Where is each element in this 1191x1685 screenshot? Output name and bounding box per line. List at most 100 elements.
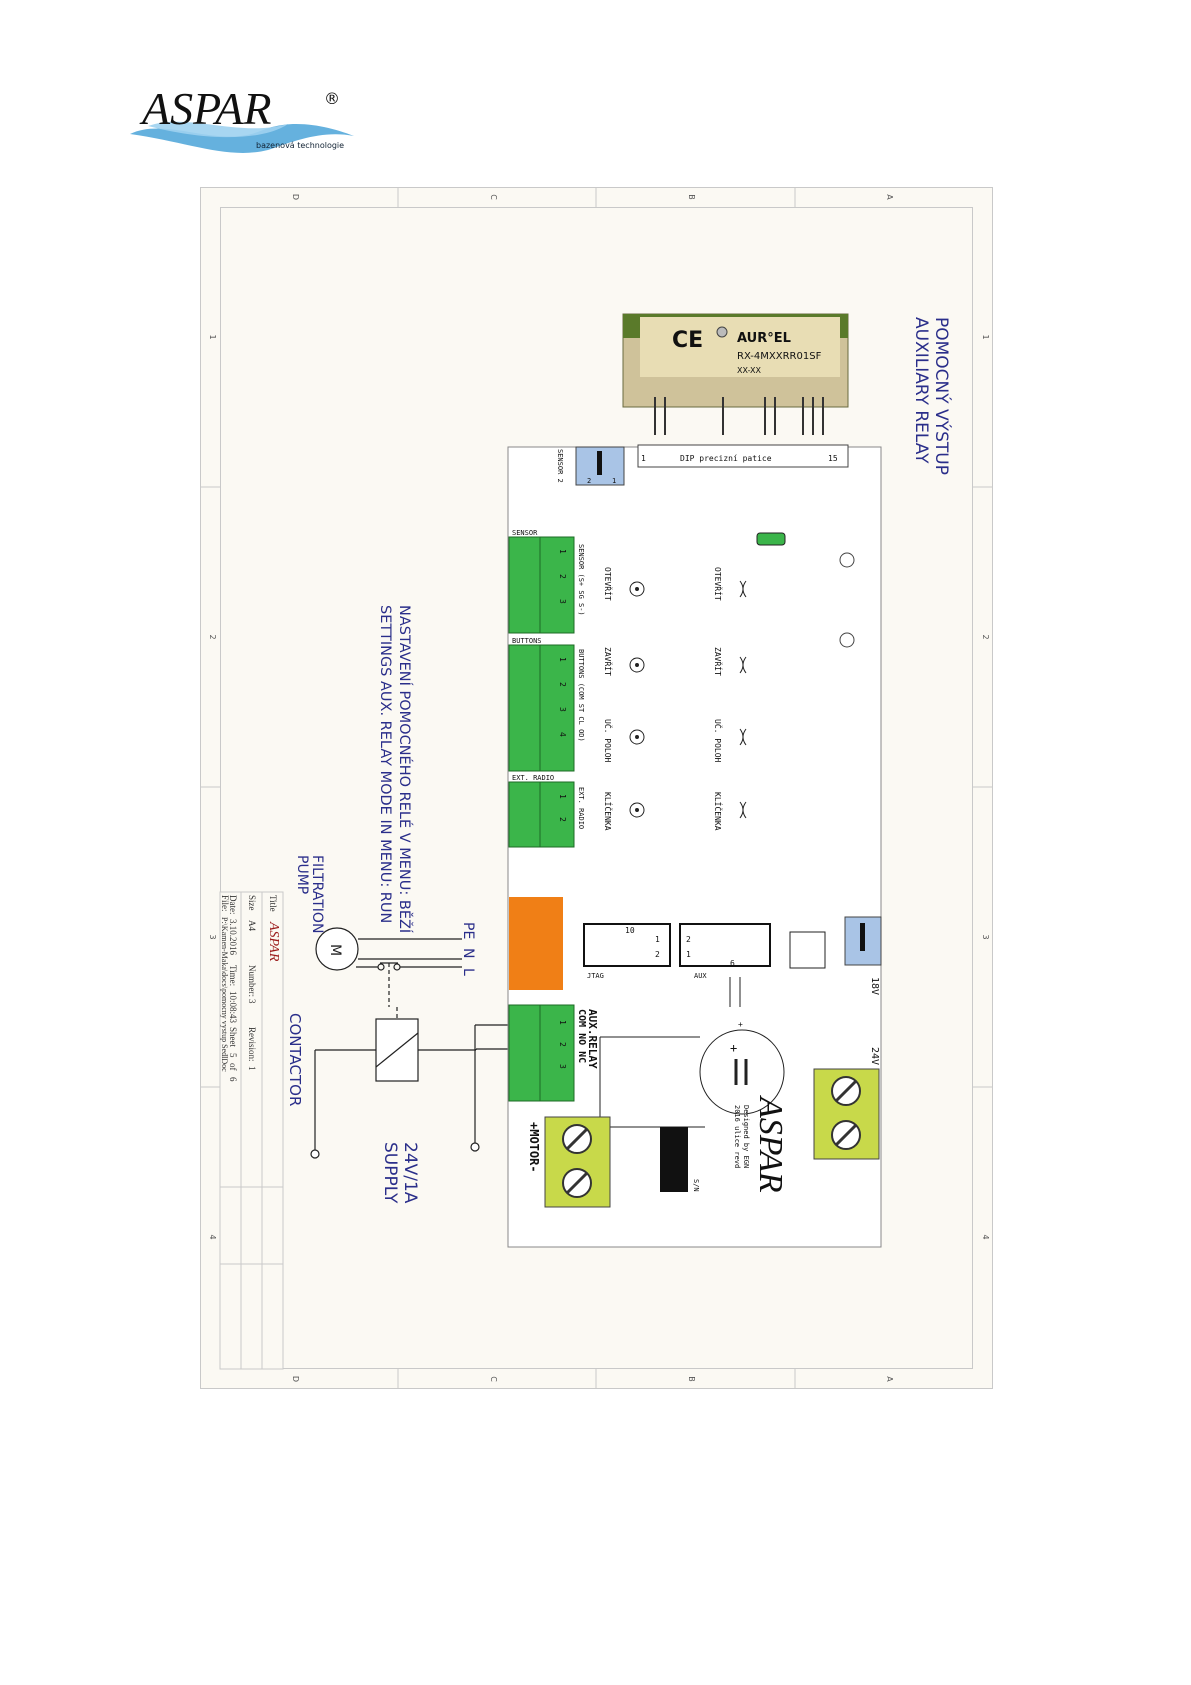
tb-sheet-value: 5	[228, 1053, 238, 1058]
aux-num: 6	[730, 959, 735, 968]
pin-number: 3	[558, 599, 567, 604]
module-code: XX-XX	[737, 366, 762, 375]
electrolytic-cap	[699, 1029, 785, 1115]
aux-relay-terminal	[508, 1004, 575, 1102]
frame-col-label: D	[291, 1376, 300, 1382]
settings-cz: NASTAVENÍ POMOCNÉHO RELÉ V MENU: BĚŽÍ	[396, 605, 414, 933]
v18-label: 18V	[869, 977, 880, 995]
pushbutton	[629, 581, 645, 597]
logo-wave-light	[148, 121, 288, 138]
btn-open-label: OTEVŘÍT	[603, 567, 614, 601]
tb-sheet-label: Sheet	[228, 1027, 238, 1047]
frame-row-label: 4	[208, 1234, 217, 1239]
motor-label: +MOTOR-	[527, 1122, 541, 1173]
frame-row-label: 3	[208, 934, 217, 939]
schematic-sheet: D C B A D C B A 1 2 3 4 1 2 3 4 Title AS…	[200, 187, 993, 1389]
module-ce: CE	[672, 328, 703, 353]
tb-file-value: P:\Kamen-Maka\docs\pomocny vystup SedlDo…	[220, 917, 229, 1072]
buttons-title: BUTTONS	[512, 637, 542, 645]
pin-number: 1	[558, 549, 567, 554]
header-num: 2	[655, 950, 660, 959]
aux-header	[679, 923, 771, 967]
logo-registered: ®	[324, 89, 340, 108]
tb-of-value: 6	[228, 1077, 238, 1082]
settings-en: SETTINGS AUX. RELAY MODE IN MENU: RUN	[377, 605, 393, 923]
supply-line2: SUPPLY	[380, 1142, 400, 1204]
tb-file-label: File:	[220, 895, 230, 912]
sheet-inner-border	[220, 207, 973, 1369]
tb-title-label: Title	[268, 895, 278, 912]
orange-component	[509, 897, 563, 990]
cap-plus-inner: +	[730, 1041, 737, 1055]
frame-row-label: 2	[981, 634, 990, 639]
aux-relay-label: AUX.RELAY	[586, 1009, 599, 1069]
btn-close-label: ZAVŘÍT	[713, 647, 724, 676]
buttons-pins-label: BUTTONS (COM ST CL OD)	[577, 649, 585, 742]
tb-of-label: of	[228, 1063, 238, 1071]
green-component	[756, 532, 786, 546]
logo-tagline: bazenová technologie	[256, 141, 344, 150]
header-num: 1	[655, 935, 660, 944]
pin-number: 1	[558, 794, 567, 799]
pin-number: 1	[558, 657, 567, 662]
tb-date-label: Date:	[228, 895, 238, 915]
jtag-header	[583, 923, 671, 967]
tb-time-label: Time:	[228, 965, 238, 986]
frame-col-label: B	[687, 1376, 696, 1382]
n-label: N	[460, 948, 476, 958]
l-label: L	[460, 968, 476, 976]
logo-wave	[130, 123, 354, 153]
contactor-label: CONTACTOR	[286, 1013, 304, 1106]
frame-row-label: 4	[981, 1234, 990, 1239]
pin-number: 4	[558, 732, 567, 737]
pump-motor	[315, 927, 359, 971]
pushbutton	[629, 657, 645, 673]
tb-number-value: 3	[247, 999, 257, 1004]
frame-row-label: 3	[981, 934, 990, 939]
tb-title-value: ASPAR	[266, 921, 281, 962]
filtration-label: FILTRATION	[309, 855, 325, 933]
supply-line1: 24V/1A	[400, 1142, 420, 1204]
pin-number: 2	[558, 1042, 567, 1047]
pcb-board: CE AUR°EL RX-4MXXRR01SF XX-XX DIP preciz…	[507, 313, 882, 1248]
tb-revision-value: 1	[247, 1066, 257, 1071]
frame-row-label: 2	[208, 634, 217, 639]
frame-row-label: 1	[208, 334, 217, 339]
v24-screw-terminal	[813, 1068, 880, 1160]
sensor-title: SENSOR	[512, 529, 538, 537]
cap-plus: +	[738, 1020, 743, 1029]
tb-size-label: Size	[247, 895, 257, 911]
rectifier	[789, 931, 826, 969]
pcb-brand: ASPAR	[752, 1095, 789, 1193]
socket-pin1: 1	[641, 454, 646, 463]
header-num: 1	[686, 950, 691, 959]
ext-radio-pins-label: EXT. RADIO	[577, 787, 585, 829]
v24-label: 24V	[869, 1047, 880, 1065]
heading-main-en: AUXILIARY RELAY	[911, 317, 931, 464]
sensor2-pin: 2	[587, 477, 591, 485]
heading-main-cz: POMOCNÝ VÝSTUP	[931, 317, 953, 475]
sn-box	[660, 1127, 688, 1192]
socket-pin15: 15	[828, 454, 838, 463]
pin-number: 3	[558, 707, 567, 712]
jtag-label: JTAG	[587, 972, 604, 980]
ext-radio-title: EXT. RADIO	[512, 774, 554, 782]
btn-key-label: KLÍČENKA	[603, 792, 614, 831]
socket-label: DIP precizní patice	[680, 454, 772, 463]
header-num: 2	[686, 935, 691, 944]
jtag-num: 10	[625, 926, 635, 935]
frame-col-label: C	[489, 194, 498, 200]
sensor2-pin: 1	[612, 477, 616, 485]
tb-revision-label: Revision:	[247, 1027, 257, 1062]
frame-col-label: C	[489, 1376, 498, 1382]
sensor-terminal	[508, 536, 575, 634]
power-wiring	[310, 927, 510, 1159]
pump-label: PUMP	[294, 855, 310, 894]
frame-col-label: D	[291, 194, 300, 200]
logo-brand: ASPAR	[139, 83, 271, 134]
pushbutton	[629, 802, 645, 818]
tb-number-label: Number:	[247, 965, 257, 997]
pushbutton	[629, 729, 645, 745]
btn-partial-label: UČ. POLOH	[603, 719, 614, 763]
btn-open-label: OTEVŘÍT	[713, 567, 724, 601]
